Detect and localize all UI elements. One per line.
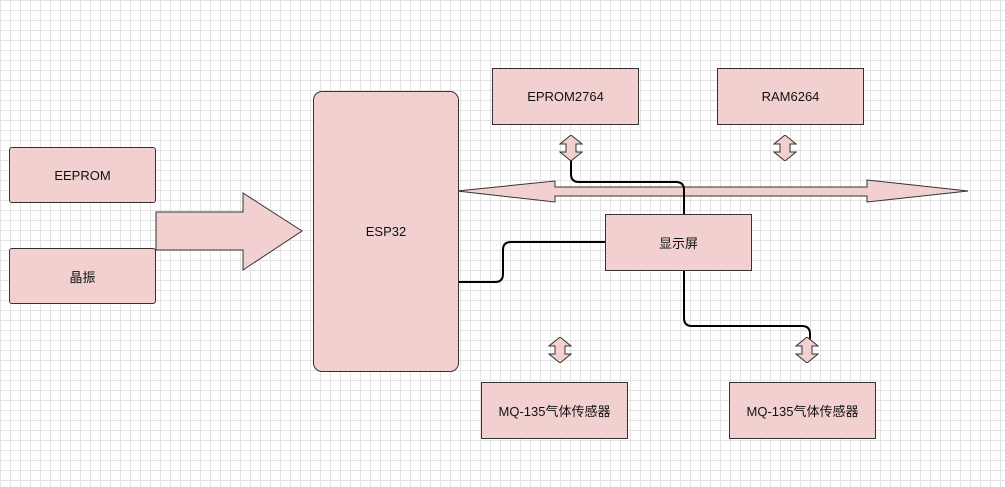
eprom-label: EPROM2764 <box>527 89 604 104</box>
ram-block[interactable]: RAM6264 <box>717 68 864 125</box>
ram-label: RAM6264 <box>761 89 820 104</box>
sensor-right-double-arrow-icon <box>795 337 819 363</box>
esp32-display-wire <box>459 241 606 283</box>
esp32-label: ESP32 <box>365 224 407 239</box>
sensor-right-block[interactable]: MQ-135气体传感器 <box>729 382 876 439</box>
sensor-right-label: MQ-135气体传感器 <box>746 404 859 419</box>
esp32-block[interactable]: ESP32 <box>313 91 459 372</box>
eprom-double-arrow-icon <box>559 135 583 161</box>
eprom-block[interactable]: EPROM2764 <box>492 68 639 125</box>
display-label: 显示屏 <box>658 236 698 251</box>
bus-arrow <box>456 179 969 203</box>
sensor-left-label: MQ-135气体传感器 <box>498 404 611 419</box>
input-arrow <box>155 192 303 271</box>
sensor-left-block[interactable]: MQ-135气体传感器 <box>481 382 628 439</box>
eeprom-label: EEPROM <box>54 167 111 183</box>
display-block[interactable]: 显示屏 <box>605 214 752 271</box>
sensor-left-double-arrow-icon <box>548 337 572 363</box>
crystal-label: 晶振 <box>69 269 96 285</box>
eeprom-block[interactable]: EEPROM <box>9 147 156 203</box>
crystal-block[interactable]: 晶振 <box>9 248 156 304</box>
ram-double-arrow-icon <box>773 135 797 161</box>
